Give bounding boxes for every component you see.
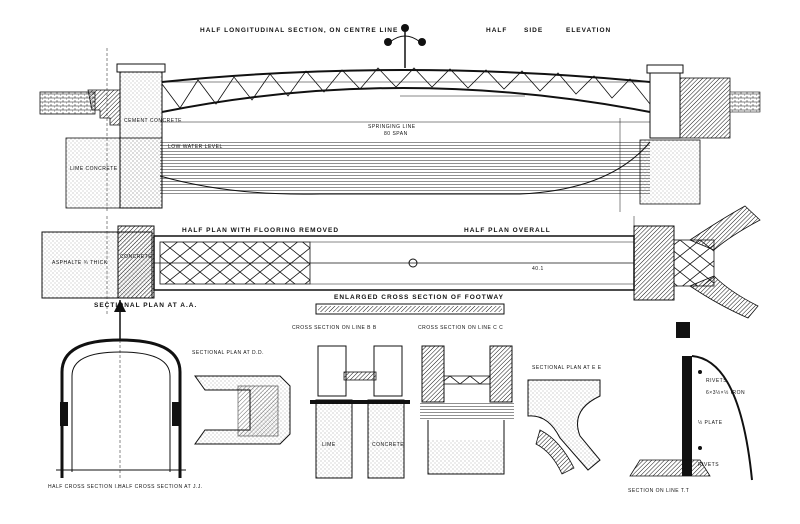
footway-cross-section-detail — [315, 303, 505, 315]
label-springing-line: SPRINGING LINE — [368, 124, 416, 130]
right-abutment — [679, 77, 731, 139]
arch-bracing — [161, 67, 651, 109]
right-foundation — [639, 139, 701, 205]
plan-right-wing-upper — [689, 205, 761, 251]
plan-right-wing-lower — [689, 275, 759, 319]
heading-sectional-plan-dd: SECTIONAL PLAN AT D.D. — [192, 350, 265, 356]
section-tt-detail — [629, 322, 753, 481]
river-water — [160, 142, 650, 196]
sectional-plan-dd-detail — [194, 375, 291, 445]
heading-half: HALF — [486, 27, 508, 34]
heading-half-cross-section-jj: HALF CROSS SECTION AT J.J. — [118, 484, 203, 490]
half-cross-section-detail — [56, 300, 186, 478]
heading-cross-section-bb: CROSS SECTION ON LINE B B — [292, 325, 377, 331]
left-pier-cap — [116, 63, 166, 73]
right-abutment-wall — [729, 91, 761, 113]
label-rivets-lower: RIVETS — [698, 462, 720, 468]
label-rivets-upper: RIVETS — [706, 378, 728, 384]
bridge-elevation — [39, 24, 761, 212]
heading-side: SIDE — [524, 27, 544, 34]
left-abutment-steps — [87, 89, 121, 126]
label-plan-concrete: CONCRETE — [120, 254, 153, 260]
arch-top-chord — [161, 69, 651, 83]
right-pier-cap — [646, 64, 684, 74]
plan-right-pier — [633, 225, 675, 301]
cross-section-bb-detail — [310, 345, 410, 479]
arch-bottom-chord — [161, 87, 651, 113]
heading-sectional-plan-ee: SECTIONAL PLAN AT E E — [532, 365, 602, 371]
heading-half-cross-section-ii: HALF CROSS SECTION I.I. — [48, 484, 123, 490]
plan-right-approach — [673, 239, 715, 287]
heading-half-longitudinal-section: HALF LONGITUDINAL SECTION, ON CENTRE LIN… — [200, 27, 399, 34]
lamp-post-icon — [384, 24, 426, 68]
bridge-plan — [41, 205, 761, 319]
right-pier — [649, 69, 681, 139]
label-concrete-bb: CONCRETE — [372, 442, 405, 448]
left-abutment-masonry — [39, 91, 96, 115]
cross-section-cc-detail — [420, 345, 514, 475]
label-cement-concrete: CEMENT CONCRETE — [124, 118, 182, 124]
label-iron: 6×3½×½ IRON — [706, 390, 746, 396]
heading-half-plan-overall: HALF PLAN OVERALL — [464, 227, 551, 234]
river-bed — [159, 141, 651, 195]
label-span: 80 SPAN — [384, 131, 408, 137]
label-low-water-level: LOW WATER LEVEL — [168, 144, 223, 150]
heading-sectional-plan-aa: SECTIONAL PLAN AT A.A. — [94, 302, 198, 309]
label-asphalte: ASPHALTE ¾ THICK — [52, 260, 108, 266]
label-lime-concrete: LIME CONCRETE — [70, 166, 118, 172]
heading-half-plan-flooring-removed: HALF PLAN WITH FLOORING REMOVED — [182, 227, 340, 234]
label-plate: ½ PLATE — [698, 420, 723, 426]
heading-elevation: ELEVATION — [566, 27, 612, 34]
sectional-plan-ee-detail — [527, 379, 601, 475]
left-foundation — [65, 137, 163, 209]
heading-cross-section-cc: CROSS SECTION ON LINE C C — [418, 325, 504, 331]
label-dimension-centre: 40.1 — [532, 266, 544, 272]
plan-left-pier — [117, 225, 155, 299]
heading-enlarged-footway: ENLARGED CROSS SECTION OF FOOTWAY — [334, 294, 504, 301]
heading-section-tt: SECTION ON LINE T.T — [628, 488, 690, 494]
label-lime: LIME — [322, 442, 336, 448]
